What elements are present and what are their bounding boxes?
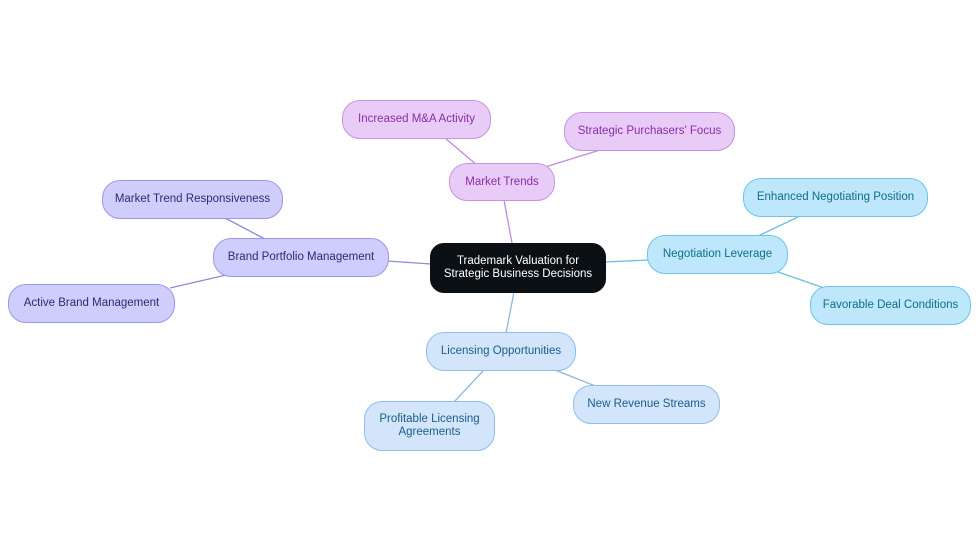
edge-center-market-trends (503, 199, 513, 244)
node-new-revenue-streams[interactable]: New Revenue Streams (573, 385, 720, 424)
node-brand-portfolio-management[interactable]: Brand Portfolio Management (213, 238, 389, 277)
profitable-licensing-line1: Profitable Licensing (379, 413, 480, 426)
edge-market-trends-ma (444, 137, 479, 167)
edge-licensing-revenue (554, 369, 599, 388)
node-favorable-deal-conditions[interactable]: Favorable Deal Conditions (810, 286, 971, 325)
node-market-trends[interactable]: Market Trends (449, 163, 555, 201)
profitable-licensing-line2: Agreements (398, 426, 461, 438)
edge-center-brand-portfolio (386, 260, 432, 265)
center-label-line1: Trademark Valuation for (456, 255, 580, 268)
node-increased-ma-activity[interactable]: Increased M&A Activity (342, 100, 491, 139)
node-profitable-licensing-agreements[interactable]: Profitable Licensing Agreements (364, 401, 495, 451)
edge-center-negotiation (604, 259, 649, 263)
center-node-trademark-valuation[interactable]: Trademark Valuation for Strategic Busine… (430, 243, 606, 293)
edge-center-licensing (505, 291, 515, 334)
edge-market-trends-purchasers (541, 149, 601, 169)
node-negotiation-leverage[interactable]: Negotiation Leverage (647, 235, 788, 274)
node-enhanced-negotiating-position[interactable]: Enhanced Negotiating Position (743, 178, 928, 217)
edge-negotiation-enhanced (757, 216, 799, 237)
edge-licensing-profitable (453, 370, 484, 403)
node-market-trend-responsiveness[interactable]: Market Trend Responsiveness (102, 180, 283, 219)
node-licensing-opportunities[interactable]: Licensing Opportunities (426, 332, 576, 371)
center-label-line2: Strategic Business Decisions (443, 268, 593, 280)
edge-brand-active (169, 274, 227, 289)
node-active-brand-management[interactable]: Active Brand Management (8, 284, 175, 323)
node-strategic-purchasers-focus[interactable]: Strategic Purchasers' Focus (564, 112, 735, 151)
edge-brand-responsiveness (224, 217, 266, 240)
